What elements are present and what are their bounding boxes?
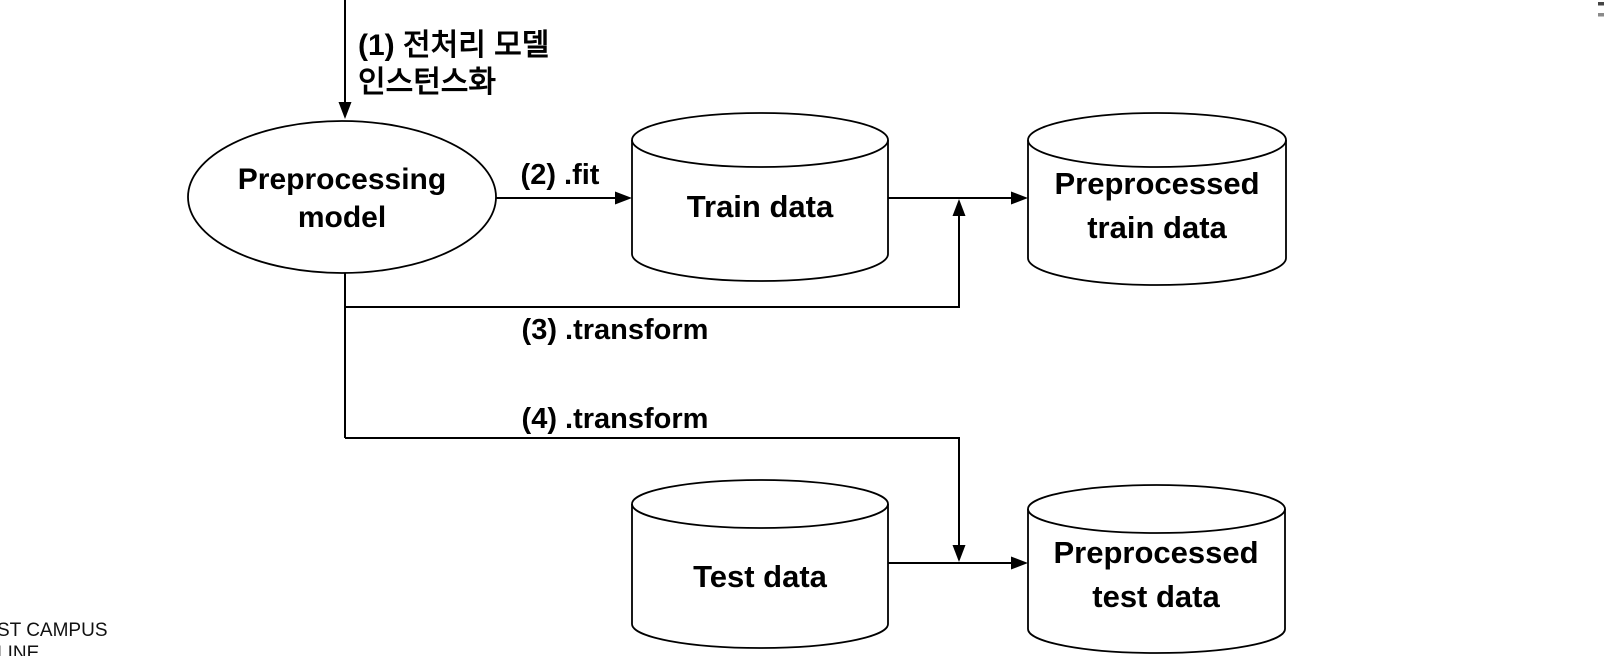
test-data-label: Test data	[693, 559, 827, 594]
test-data-cylinder-top	[631, 479, 889, 529]
step4-label: (4) .transform	[521, 403, 709, 435]
step2-label: (2) .fit	[520, 159, 600, 191]
step1-arrowhead-icon	[338, 102, 352, 119]
preprocessed-train-label-line2: train data	[1087, 210, 1227, 245]
test-to-preprocessed-arrowhead-icon	[1011, 556, 1028, 570]
step1-label: (1) 전처리 모델 인스턴스화	[358, 27, 549, 101]
train-data-label: Train data	[686, 189, 834, 224]
preprocessed-train-cylinder-body	[1027, 140, 1287, 286]
preprocessed-train-cylinder-top	[1027, 112, 1287, 168]
preprocessing-model-label-line2: model	[297, 201, 387, 234]
edge-fragment-top-icon	[1598, 2, 1604, 6]
watermark: ST CAMPUS LINE	[0, 619, 108, 656]
step4-arrowhead-icon	[952, 545, 966, 562]
step1-label-line1: (1) 전처리 모델	[358, 29, 550, 62]
preprocessed-test-label: Preprocessed test data	[1053, 531, 1258, 619]
step2-arrowhead-icon	[615, 191, 632, 205]
preprocessing-model-label-line1: Preprocessing	[237, 163, 447, 196]
preprocessed-train-label: Preprocessed train data	[1054, 162, 1259, 250]
preprocessed-test-label-line2: test data	[1092, 579, 1220, 614]
step3-arrowhead-icon	[952, 199, 966, 216]
train-to-preprocessed-arrowhead-icon	[1011, 191, 1028, 205]
preprocessed-test-cylinder-body	[1027, 509, 1286, 654]
preprocessing-model-label: Preprocessing model	[238, 161, 446, 237]
step3-label: (3) .transform	[521, 314, 709, 346]
step3-path-line	[345, 215, 960, 308]
step4-path-line	[345, 437, 960, 546]
step1-label-line2: 인스턴스화	[358, 66, 496, 99]
watermark-line1: ST CAMPUS	[0, 620, 108, 641]
watermark-line2: LINE	[0, 643, 40, 656]
train-data-cylinder-body	[631, 140, 889, 282]
test-data-cylinder-body	[631, 504, 889, 649]
preprocessed-train-label-line1: Preprocessed	[1054, 166, 1260, 201]
train-data-cylinder-top	[631, 112, 889, 168]
preprocessed-test-cylinder-top	[1027, 484, 1286, 534]
edge-fragment-bottom-icon	[1598, 13, 1604, 17]
preprocessed-test-label-line1: Preprocessed	[1053, 535, 1259, 570]
